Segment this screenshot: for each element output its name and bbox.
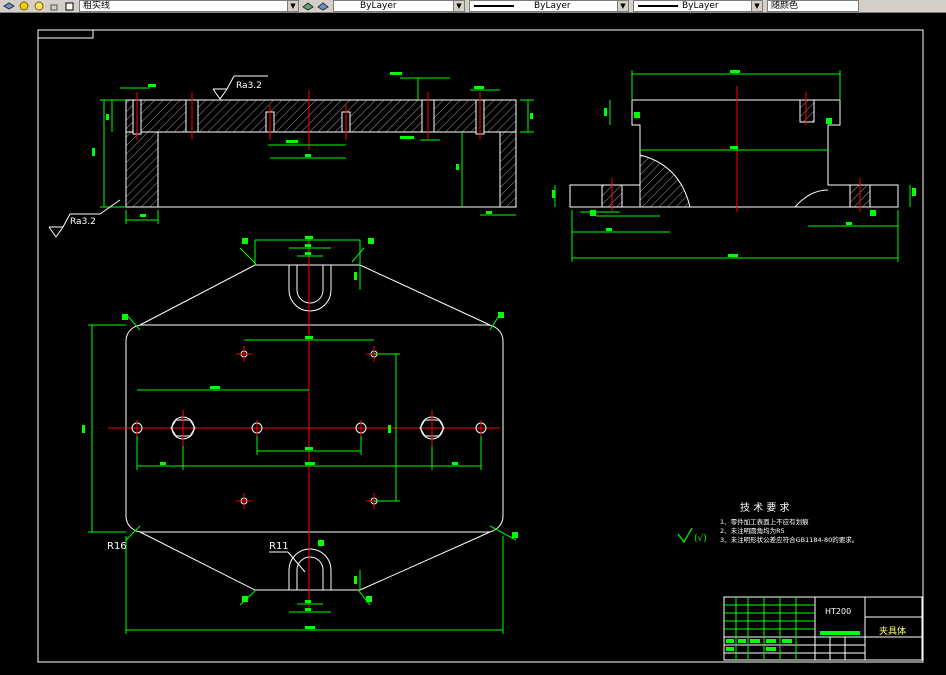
color-square-icon[interactable]	[63, 1, 75, 11]
freeze-icon[interactable]	[33, 1, 45, 11]
tech-item-3: 3、未注明形状公差应符合GB1184-80的要求。	[720, 535, 858, 544]
technical-requirements: 技 术 要 求 1、零件加工表面上不应有划痕 2、未注明圆角均为R5 3、未注明…	[677, 501, 858, 544]
roughness-check-icon: (√)	[677, 527, 707, 544]
lineweight-swatch	[638, 5, 678, 7]
roughness-symbol-top: Ra3.2	[212, 75, 268, 100]
svg-text:(√): (√)	[694, 533, 707, 544]
plotstyle-dropdown[interactable]: 随颜色	[767, 0, 859, 12]
drawing-svg[interactable]: Ra3.2 Ra3.2	[0, 13, 946, 675]
title-block-fields	[726, 631, 860, 651]
chevron-down-icon[interactable]: ▼	[751, 1, 762, 11]
color-dropdown[interactable]: ByLayer ▼	[333, 0, 465, 12]
linetype-swatch	[474, 5, 514, 7]
lineweight-dropdown[interactable]: ByLayer ▼	[633, 0, 763, 12]
make-current-icon[interactable]	[302, 1, 314, 11]
linetype-dropdown[interactable]: ByLayer ▼	[469, 0, 629, 12]
roughness-left-label: Ra3.2	[70, 217, 96, 227]
linetype-dropdown-value: ByLayer	[534, 1, 571, 11]
properties-toolbar: 粗实线 ▼ ByLayer ▼ ByLayer ▼ ByLayer ▼ 随颜色	[0, 0, 946, 13]
layer-manager-icon[interactable]	[3, 1, 15, 11]
layer-previous-icon[interactable]	[317, 1, 329, 11]
layer-dropdown[interactable]: 粗实线 ▼	[79, 0, 299, 12]
chevron-down-icon[interactable]: ▼	[617, 1, 628, 11]
part-name-label: 夹具体	[879, 625, 906, 637]
tech-title: 技 术 要 求	[740, 501, 790, 514]
plan-view: R16 R11	[82, 236, 518, 634]
front-section-view	[92, 72, 534, 224]
color-dropdown-value: ByLayer	[360, 1, 397, 11]
radius-label-left: R16	[107, 541, 127, 552]
tech-item-2: 2、未注明圆角均为R5	[720, 526, 785, 535]
tech-item-1: 1、零件加工表面上不应有划痕	[720, 517, 809, 526]
layer-state-icon[interactable]	[18, 1, 30, 11]
lineweight-dropdown-value: ByLayer	[682, 1, 719, 11]
roughness-top-label: Ra3.2	[236, 81, 262, 91]
chevron-down-icon[interactable]: ▼	[453, 1, 464, 11]
side-section-view	[552, 70, 916, 262]
material-label: HT200	[825, 607, 851, 616]
sheet-corner-tab	[37, 29, 94, 39]
chevron-down-icon[interactable]: ▼	[287, 1, 298, 11]
layer-dropdown-value: 粗实线	[83, 1, 111, 11]
lock-icon[interactable]	[48, 1, 60, 11]
roughness-symbol-left: Ra3.2	[48, 199, 121, 238]
title-block	[723, 596, 923, 661]
sheet-frame	[37, 29, 924, 663]
drawing-canvas[interactable]: Ra3.2 Ra3.2	[0, 13, 946, 675]
radius-label-slot: R11	[269, 541, 289, 552]
plotstyle-dropdown-value: 随颜色	[771, 1, 799, 11]
